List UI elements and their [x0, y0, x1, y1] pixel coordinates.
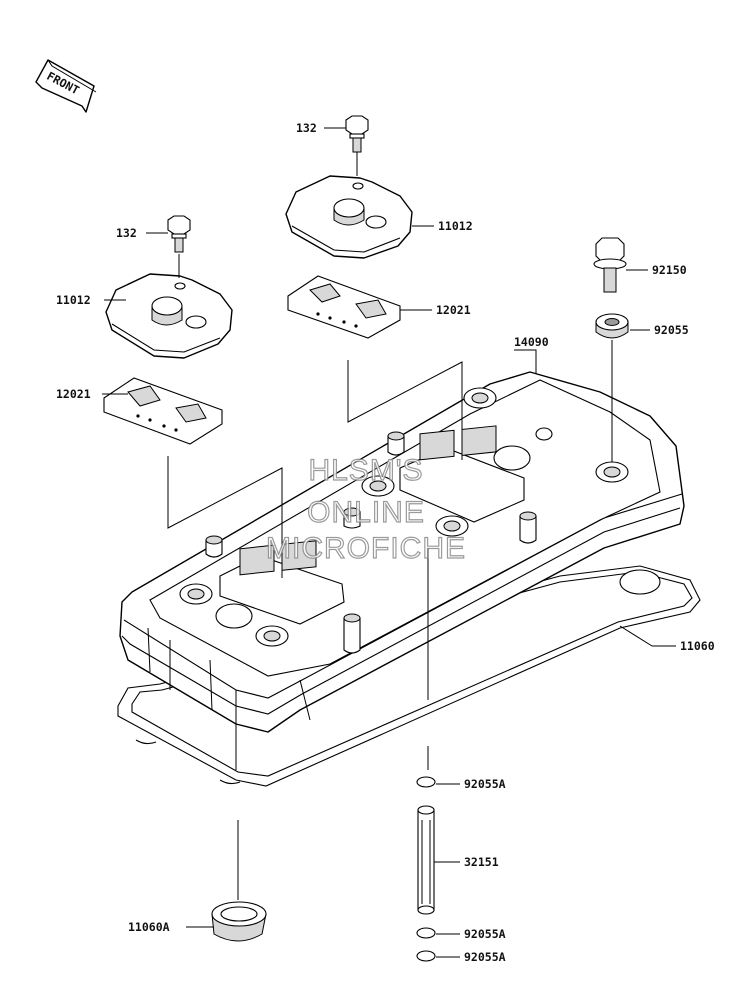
callout-washer-right: 92055: [654, 323, 689, 337]
oring-2-part: [416, 927, 436, 939]
watermark-line-2: ONLINE: [307, 496, 425, 529]
bolt-right-part: [593, 237, 627, 293]
washer-right-part: [595, 313, 629, 339]
watermark: HLSM'S ONLINE MICROFICHE: [265, 453, 466, 565]
callout-labels: 132 11012 12021 132 11012 12021 92150 92…: [56, 121, 715, 964]
cylinder-head-cover-part: [119, 371, 685, 733]
callout-oring-3: 92055A: [464, 950, 506, 964]
callout-bolt-right: 92150: [652, 263, 687, 277]
callout-cap-top: 11012: [438, 219, 473, 233]
callout-bolt-left: 132: [116, 226, 137, 240]
cap-top-part: [285, 175, 413, 259]
watermark-line-1: HLSM'S: [308, 454, 423, 487]
callout-plug-gasket: 11060A: [128, 920, 170, 934]
plug-well-left: [219, 540, 345, 625]
gasket-left-part: [103, 377, 223, 445]
callout-bolt-top: 132: [296, 121, 317, 135]
callout-cap-left: 11012: [56, 293, 91, 307]
callout-head-cover: 14090: [514, 335, 549, 349]
oring-3-part: [416, 950, 436, 962]
cap-left-part: [105, 273, 233, 359]
callout-oring-2: 92055A: [464, 927, 506, 941]
plug-gasket-part: [211, 901, 267, 942]
front-arrow-icon: FRONT: [35, 59, 97, 113]
callout-pipe: 32151: [464, 855, 499, 869]
leader-lines: [102, 127, 676, 958]
plug-well-right: [399, 425, 525, 523]
gasket-top-part: [287, 275, 401, 339]
reference-lines: [167, 152, 613, 900]
callout-oring-1: 92055A: [464, 777, 506, 791]
bolt-top-part: [345, 115, 369, 153]
pipe-part: [417, 805, 435, 915]
oring-1-part: [416, 776, 436, 788]
callout-cover-gasket: 11060: [680, 639, 715, 653]
callout-gasket-top: 12021: [436, 303, 471, 317]
callout-gasket-left: 12021: [56, 387, 91, 401]
watermark-line-3: MICROFICHE: [266, 532, 466, 565]
bolt-left-part: [167, 215, 191, 253]
